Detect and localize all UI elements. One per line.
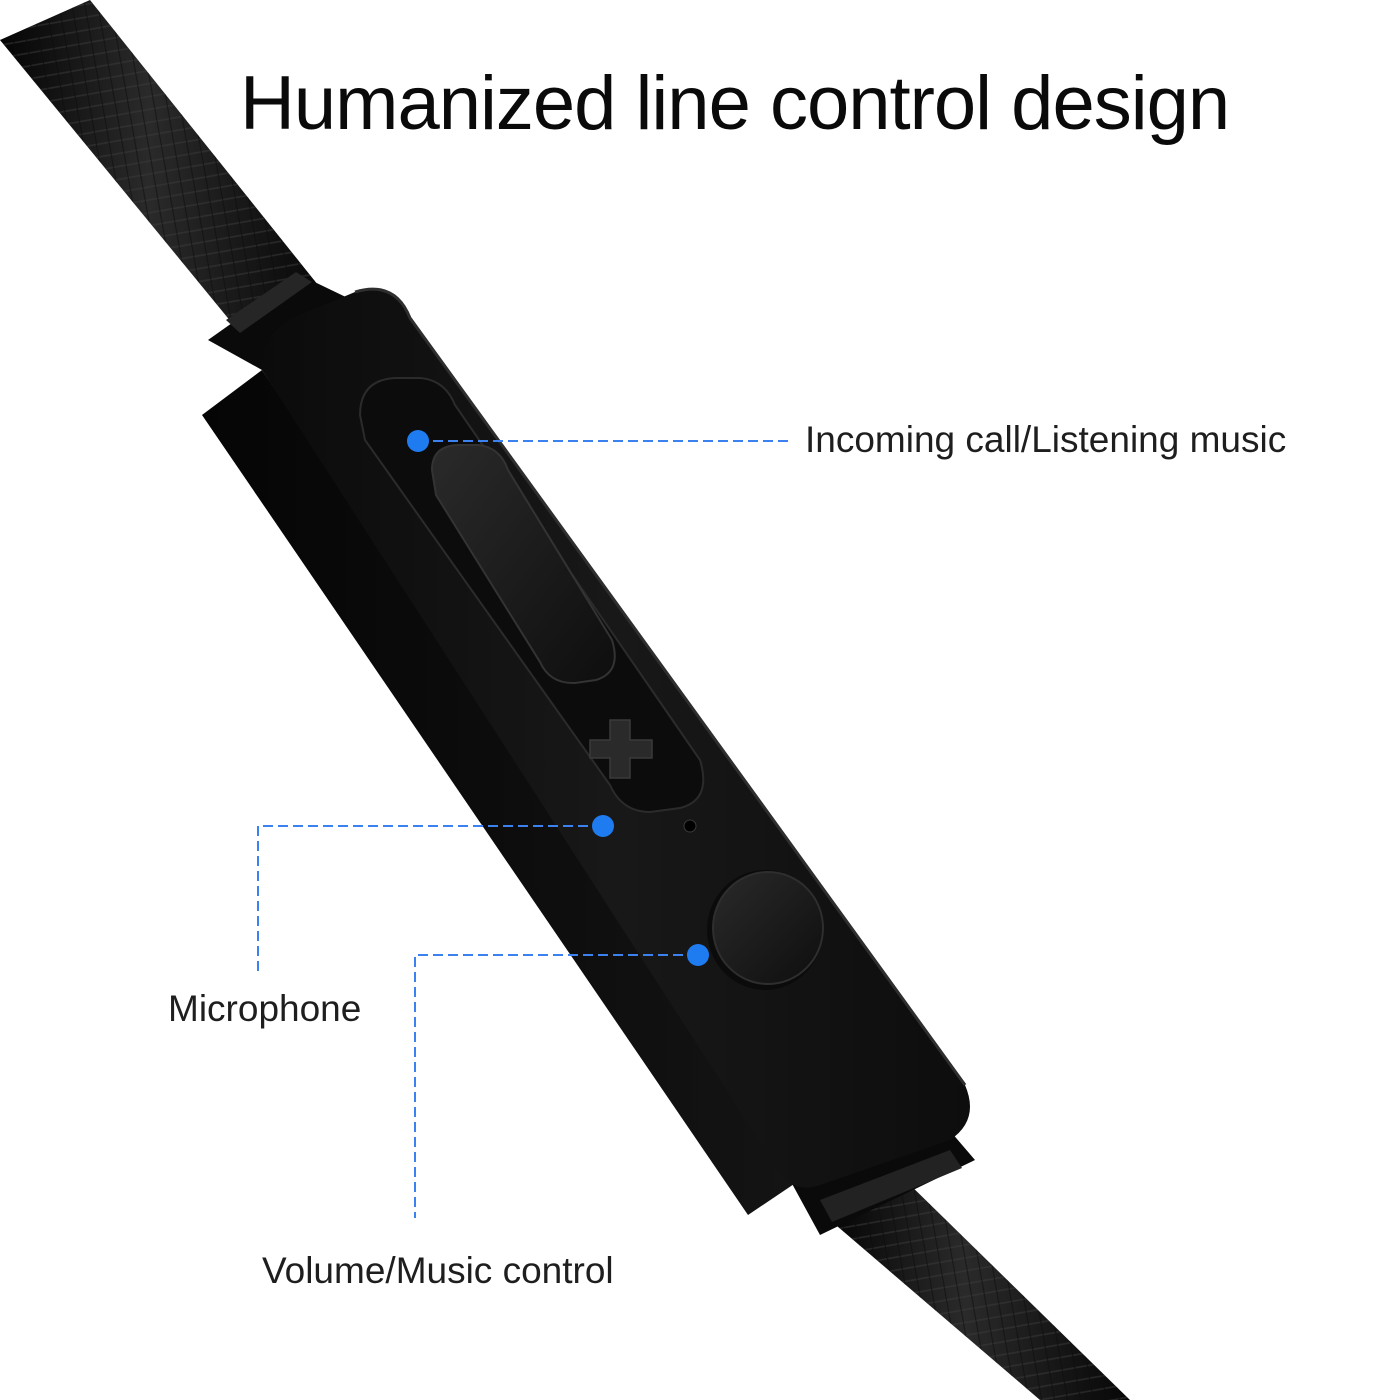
- callout-dot-call: [407, 430, 429, 452]
- remote-edge-highlight: [354, 287, 967, 1086]
- upper-collar: [208, 272, 352, 370]
- callout-microphone: [257, 815, 614, 975]
- label-volume-music: Volume/Music control: [262, 1250, 614, 1291]
- callout-volume: [414, 944, 709, 1218]
- callout-dot-vol: [687, 944, 709, 966]
- plus-icon[interactable]: [589, 719, 653, 779]
- remote-body-side: [202, 370, 800, 1215]
- lower-collar: [790, 1125, 975, 1235]
- microphone-hole: [683, 819, 697, 833]
- label-microphone: Microphone: [168, 988, 362, 1029]
- callout-call-music: [407, 430, 790, 452]
- page-title: Humanized line control design: [240, 61, 1230, 146]
- cable-lower: [830, 1175, 1130, 1400]
- volume-music-button[interactable]: [707, 870, 824, 990]
- label-incoming-call: Incoming call/Listening music: [805, 419, 1287, 460]
- callout-dot-mic: [592, 815, 614, 837]
- cable-upper: [0, 0, 330, 345]
- call-music-button[interactable]: [430, 444, 616, 685]
